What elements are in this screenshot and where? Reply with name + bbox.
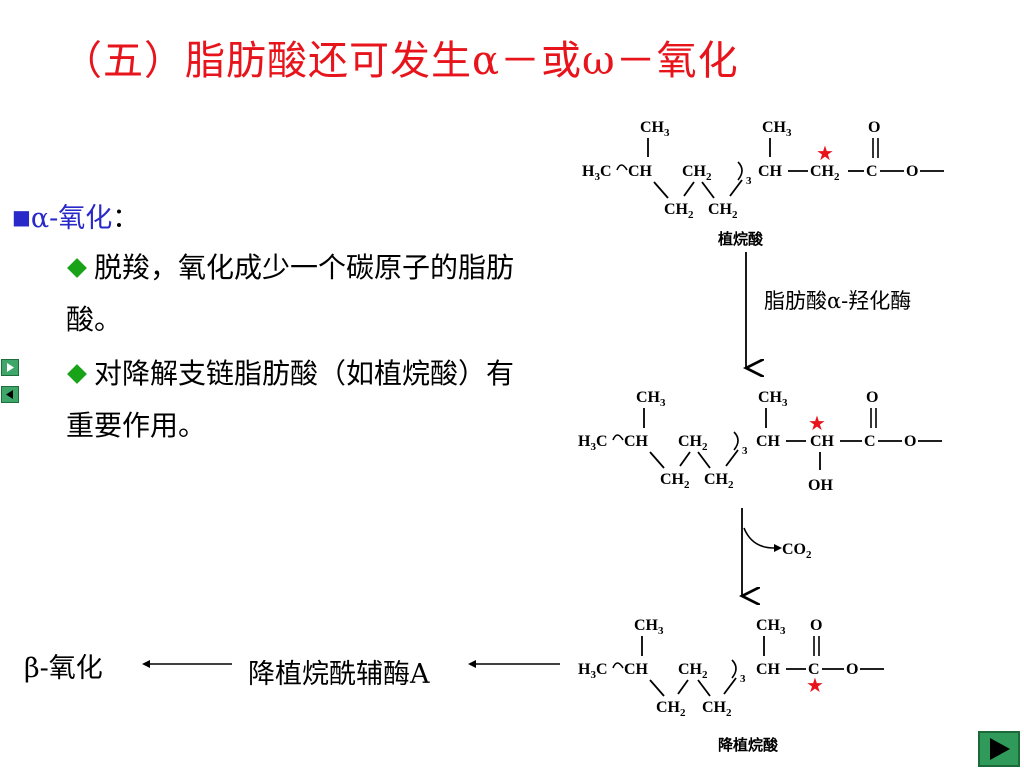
carbonyl-oxygen: O	[866, 389, 878, 406]
repeat-subscript: 3	[746, 175, 752, 187]
pristanic-acid-structure: CH3 H3C CH CH2 CH2 CH2 3 CH3 CH C ★ O O …	[578, 617, 884, 754]
alpha-methylene: CH2	[810, 163, 840, 183]
carboxyl-carbon-star-icon: ★	[806, 673, 824, 697]
heading-colon: ：	[112, 203, 140, 234]
alpha-ch: CH	[810, 433, 835, 450]
terminal-methyl-group: H3C	[582, 163, 612, 183]
bullet-point-text: 脱羧，氧化成少一个碳原子的脂肪酸。	[66, 251, 515, 336]
methylene-3: CH2	[704, 471, 734, 491]
methyl-group-1: CH3	[640, 119, 670, 139]
methyl-group-1: CH3	[636, 389, 666, 409]
methylene-1: CH2	[660, 471, 690, 491]
branch-ch-2: CH	[756, 433, 781, 450]
alpha-carbon-star-icon: ★	[816, 141, 834, 165]
branch-ch-1: CH	[624, 661, 649, 678]
terminal-methyl-group: H3C	[578, 433, 608, 453]
next-slide-button[interactable]	[1, 359, 19, 376]
branch-ch-1: CH	[628, 163, 653, 180]
phytanic-acid-name: 植烷酸	[718, 230, 764, 248]
branch-ch-1: CH	[624, 433, 649, 450]
carboxylate-oxygen: O	[906, 163, 918, 180]
carboxyl-carbon: C	[808, 661, 820, 678]
carbonyl-oxygen: O	[868, 119, 880, 136]
carboxylate-oxygen: O	[846, 661, 858, 678]
branch-ch-2: CH	[756, 661, 781, 678]
branch-ch-2: CH	[758, 163, 783, 180]
product-coa-label: 降植烷酰辅酶A	[248, 659, 430, 690]
repeat-subscript: 3	[742, 445, 748, 457]
terminal-methyl-group: H3C	[578, 661, 608, 681]
play-next-button[interactable]	[978, 731, 1020, 767]
carboxylate-oxygen: O	[904, 433, 916, 450]
alpha-oxidation-label: α-氧化	[30, 203, 113, 234]
square-bullet-icon: ■	[12, 205, 31, 229]
slide-title: （五）脂肪酸还可发生α－或ω－氧化	[62, 38, 739, 84]
triangle-right-icon	[7, 363, 14, 372]
methylene-1: CH2	[656, 699, 686, 719]
methyl-group-1: CH3	[634, 617, 664, 637]
bullet-point-text: 对降解支链脂肪酸（如植烷酸）有重要作用。	[66, 357, 515, 442]
methyl-group-2: CH3	[758, 389, 788, 409]
alpha-hydroxy-intermediate-structure: CH3 H3C CH CH2 CH2 CH2 3 CH3 CH CH ★ OH …	[578, 389, 942, 494]
previous-slide-button[interactable]	[1, 386, 19, 403]
carboxyl-carbon: C	[866, 163, 878, 180]
carbon-dioxide-label: CO2	[782, 541, 812, 561]
alpha-oxidation-heading: ■α-氧化：	[12, 196, 139, 235]
bullet-point-decarboxylation: 脱羧，氧化成少一个碳原子的脂肪酸。	[66, 242, 516, 346]
methylene-2: CH2	[678, 433, 708, 453]
phytanic-acid-structure: CH3 H3C CH CH2 CH2 CH2 3 CH3 CH CH2 ★ C …	[582, 119, 944, 248]
methyl-group-2: CH3	[756, 617, 786, 637]
pristanic-acid-name: 降植烷酸	[718, 736, 779, 754]
alpha-carbon-star-icon: ★	[808, 411, 826, 435]
methylene-2: CH2	[678, 661, 708, 681]
methylene-3: CH2	[708, 201, 738, 221]
hydroxyl-group: OH	[808, 477, 833, 494]
enzyme-label: 脂肪酸α-羟化酶	[764, 289, 911, 313]
play-triangle-icon	[990, 738, 1010, 760]
carboxyl-carbon: C	[864, 433, 876, 450]
triangle-left-icon	[6, 390, 13, 399]
methylene-1: CH2	[664, 201, 694, 221]
carbonyl-oxygen: O	[810, 617, 822, 634]
co2-release-arrow	[743, 527, 775, 549]
methyl-group-2: CH3	[762, 119, 792, 139]
methylene-2: CH2	[682, 163, 712, 183]
bullet-point-branched-chain: 对降解支链脂肪酸（如植烷酸）有重要作用。	[66, 348, 516, 452]
beta-oxidation-label: β-氧化	[24, 653, 103, 684]
methylene-3: CH2	[702, 699, 732, 719]
repeat-subscript: 3	[740, 673, 746, 685]
